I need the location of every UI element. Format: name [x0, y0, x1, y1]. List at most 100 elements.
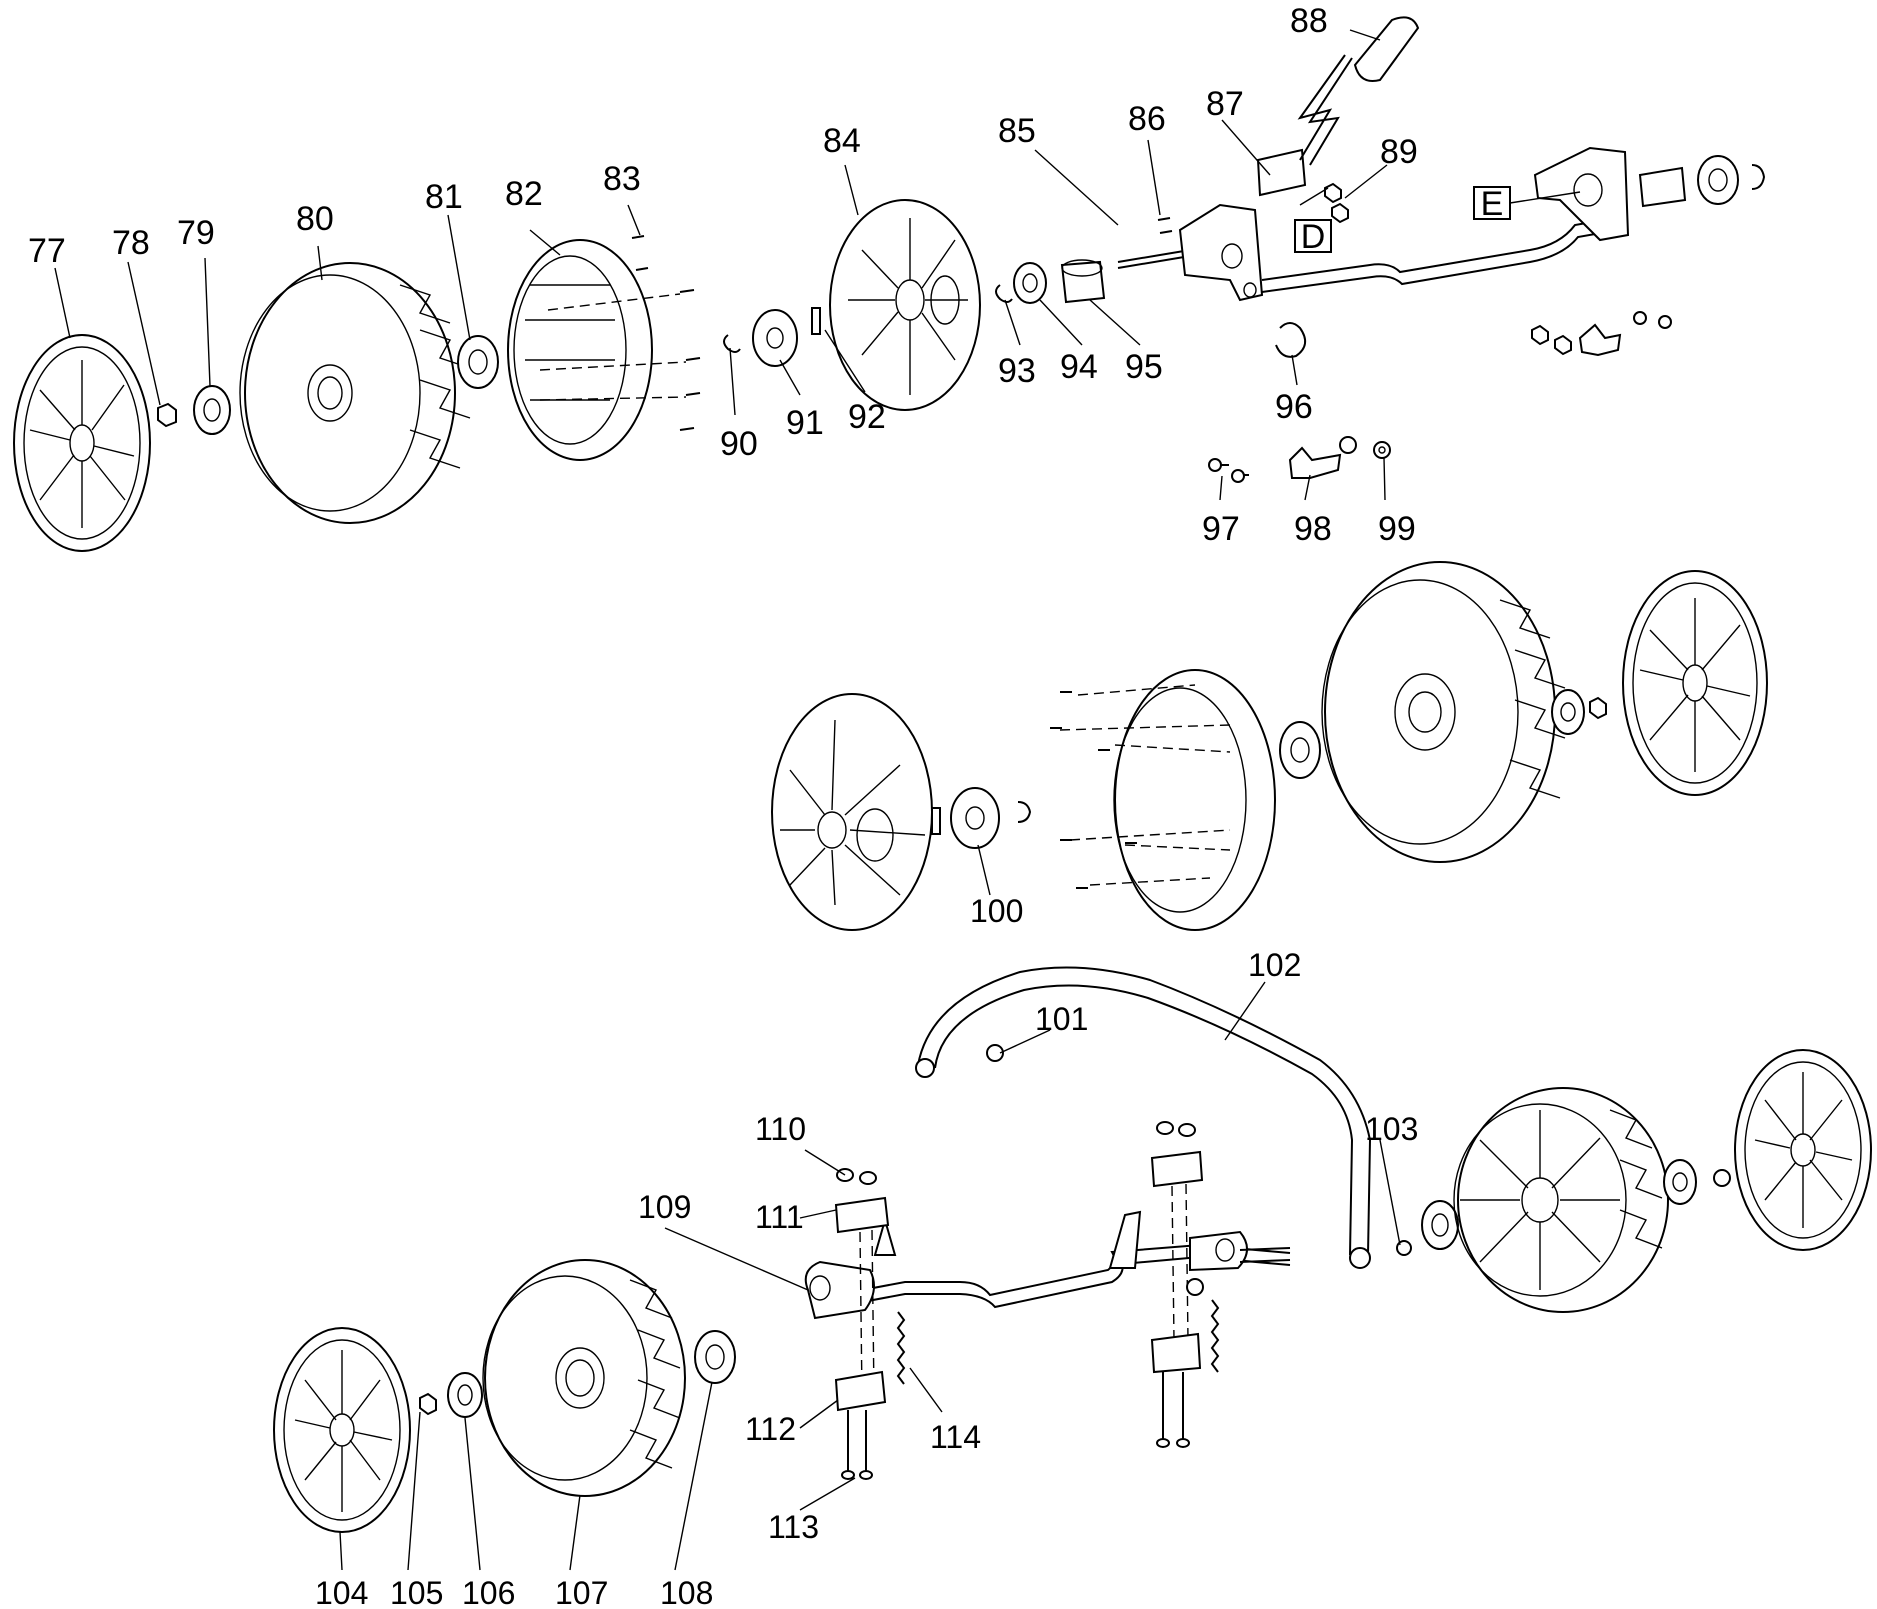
right-shaft-parts [1638, 155, 1766, 208]
hub-cap-104 [273, 1327, 411, 1533]
plate-E-bracket [1533, 146, 1630, 242]
bearing-94 [1013, 262, 1047, 304]
bearing-mid-2 [1551, 689, 1585, 735]
callout-96: 96 [1275, 388, 1313, 426]
reference-box-D: D [1294, 218, 1332, 256]
clamp-right [1150, 1121, 1204, 1448]
callout-114: 114 [930, 1419, 981, 1455]
leader-lines [54, 29, 1401, 1571]
nut-101 [986, 1044, 1004, 1062]
bracket-98 [1288, 436, 1357, 479]
key-92 [811, 307, 821, 335]
callout-112: 112 [745, 1411, 796, 1447]
bearing-81 [457, 335, 499, 389]
ring-gear-82 [507, 239, 653, 461]
callout-106: 106 [462, 1575, 515, 1609]
wheel-80 [239, 262, 471, 524]
ring-gear-mid [1059, 669, 1276, 931]
clip-96 [1275, 322, 1307, 358]
rear-axle [804, 1210, 1291, 1320]
spring-114 [896, 1299, 1220, 1385]
wheel-mid [1321, 561, 1566, 863]
handle-bar-102 [915, 966, 1372, 1269]
hub-cap-77 [13, 334, 151, 552]
callout-93: 93 [998, 352, 1036, 390]
callout-109: 109 [638, 1189, 691, 1225]
callout-82: 82 [505, 175, 543, 213]
handle-88 [1353, 16, 1420, 82]
clip-93 [995, 284, 1013, 303]
washer-99 [1373, 441, 1391, 459]
bottom-assembly [273, 966, 1872, 1533]
wheel-bot-right [1453, 1087, 1669, 1313]
top-assembly [13, 16, 1766, 552]
callout-labels: 77 78 79 80 81 82 83 84 85 86 87 88 89 9… [28, 2, 1418, 1609]
callout-90: 90 [720, 425, 758, 463]
callout-108: 108 [660, 1575, 713, 1609]
callout-91: 91 [786, 404, 824, 442]
lever-87 [1256, 54, 1353, 197]
ref-label-E: E [1481, 185, 1504, 223]
axle-rod [1261, 217, 1619, 293]
callout-104: 104 [315, 1575, 368, 1609]
screws-83 [539, 235, 701, 431]
callout-85: 85 [998, 112, 1036, 150]
callout-94: 94 [1060, 348, 1098, 386]
callout-103: 103 [1365, 1111, 1418, 1147]
callout-89: 89 [1380, 133, 1418, 171]
callout-95: 95 [1125, 348, 1163, 386]
callout-97: 97 [1202, 510, 1240, 548]
wheel-107 [482, 1259, 686, 1497]
callout-111: 111 [755, 1199, 804, 1235]
bracket-right-top [1531, 311, 1672, 357]
ref-label-D: D [1301, 218, 1326, 256]
callout-84: 84 [823, 122, 861, 160]
bearing-108 [694, 1330, 736, 1384]
callout-81: 81 [425, 178, 463, 216]
callout-86: 86 [1128, 100, 1166, 138]
callout-99: 99 [1378, 510, 1416, 548]
key-mid [931, 807, 941, 835]
clamp-left [834, 1168, 890, 1480]
callout-80: 80 [296, 200, 334, 238]
wheel-cover-mid [771, 693, 933, 931]
nut-105 [419, 1392, 437, 1416]
callout-101: 101 [1035, 1001, 1088, 1037]
gear-100 [950, 787, 1000, 849]
callout-100: 100 [970, 893, 1023, 929]
bushing-95 [1060, 259, 1106, 304]
reference-box-E: E [1473, 185, 1581, 223]
clip-90 [723, 334, 741, 353]
screws-86 [1157, 217, 1173, 234]
nut-bot-right [1713, 1169, 1731, 1187]
screws-97 [1208, 458, 1249, 483]
nut-mid [1589, 696, 1607, 720]
nuts-89 [1324, 182, 1349, 224]
callout-78: 78 [112, 224, 150, 262]
nut-78 [157, 402, 177, 428]
callout-102: 102 [1248, 947, 1301, 983]
callout-79: 79 [177, 214, 215, 252]
bearing-bot-right [1421, 1200, 1459, 1250]
callout-113: 113 [768, 1509, 819, 1545]
middle-assembly [771, 561, 1768, 931]
clip-mid [1017, 801, 1032, 823]
hub-cap-bot-right [1734, 1049, 1872, 1251]
wheel-cover-84 [829, 199, 981, 411]
callout-107: 107 [555, 1575, 608, 1609]
callout-77: 77 [28, 232, 66, 270]
bearing-mid [1279, 721, 1321, 779]
screws-mid [1050, 691, 1137, 889]
callout-83: 83 [603, 160, 641, 198]
callout-105: 105 [390, 1575, 443, 1609]
bearing-106 [447, 1372, 483, 1418]
bearing-79 [193, 385, 231, 435]
callout-92: 92 [848, 398, 886, 436]
callout-87: 87 [1206, 85, 1244, 123]
bearing-bot-right-2 [1663, 1159, 1697, 1205]
hub-cap-mid [1622, 570, 1768, 796]
callout-110: 110 [755, 1111, 806, 1147]
callout-88: 88 [1290, 2, 1328, 40]
